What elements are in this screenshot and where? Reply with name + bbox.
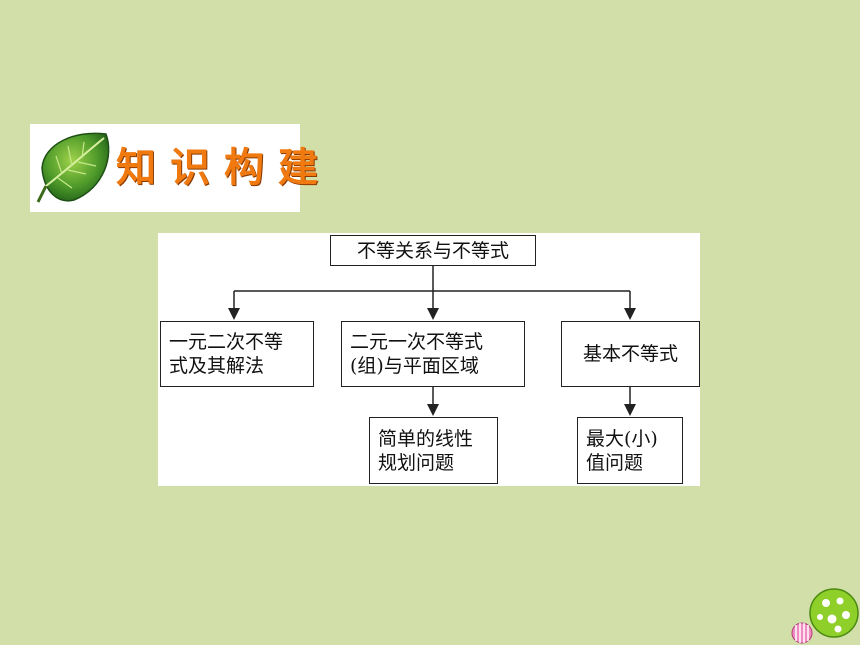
- diagram-connectors: [228, 266, 636, 416]
- branch-node-linear-label: 二元一次不等式 (组)与平面区域: [350, 331, 484, 377]
- branch-node-linear: 二元一次不等式 (组)与平面区域: [341, 321, 525, 387]
- knowledge-diagram: 不等关系与不等式 一元二次不等 式及其解法 二元一次不等式 (组)与平面区域 基…: [158, 233, 700, 486]
- branch-node-quadratic-label: 一元二次不等 式及其解法: [169, 331, 284, 377]
- branch-node-basic-label: 基本不等式: [582, 343, 678, 365]
- leaf-node-linear-programming: 简单的线性 规划问题: [369, 417, 498, 484]
- section-banner: 知识构建: [30, 124, 332, 212]
- branch-node-quadratic: 一元二次不等 式及其解法: [160, 321, 314, 387]
- root-node: 不等关系与不等式: [330, 235, 536, 266]
- branch-node-basic: 基本不等式: [561, 321, 700, 387]
- root-node-label: 不等关系与不等式: [356, 239, 509, 262]
- leaf-icon: [36, 132, 110, 203]
- dotted-ball-icon: [791, 588, 859, 644]
- leaf-node-extremum: 最大(小) 值问题: [577, 417, 683, 484]
- banner-title: 知识构建: [116, 145, 332, 191]
- leaf-node-linear-programming-label: 简单的线性 规划问题: [378, 427, 474, 474]
- leaf-node-extremum-label: 最大(小) 值问题: [586, 427, 658, 474]
